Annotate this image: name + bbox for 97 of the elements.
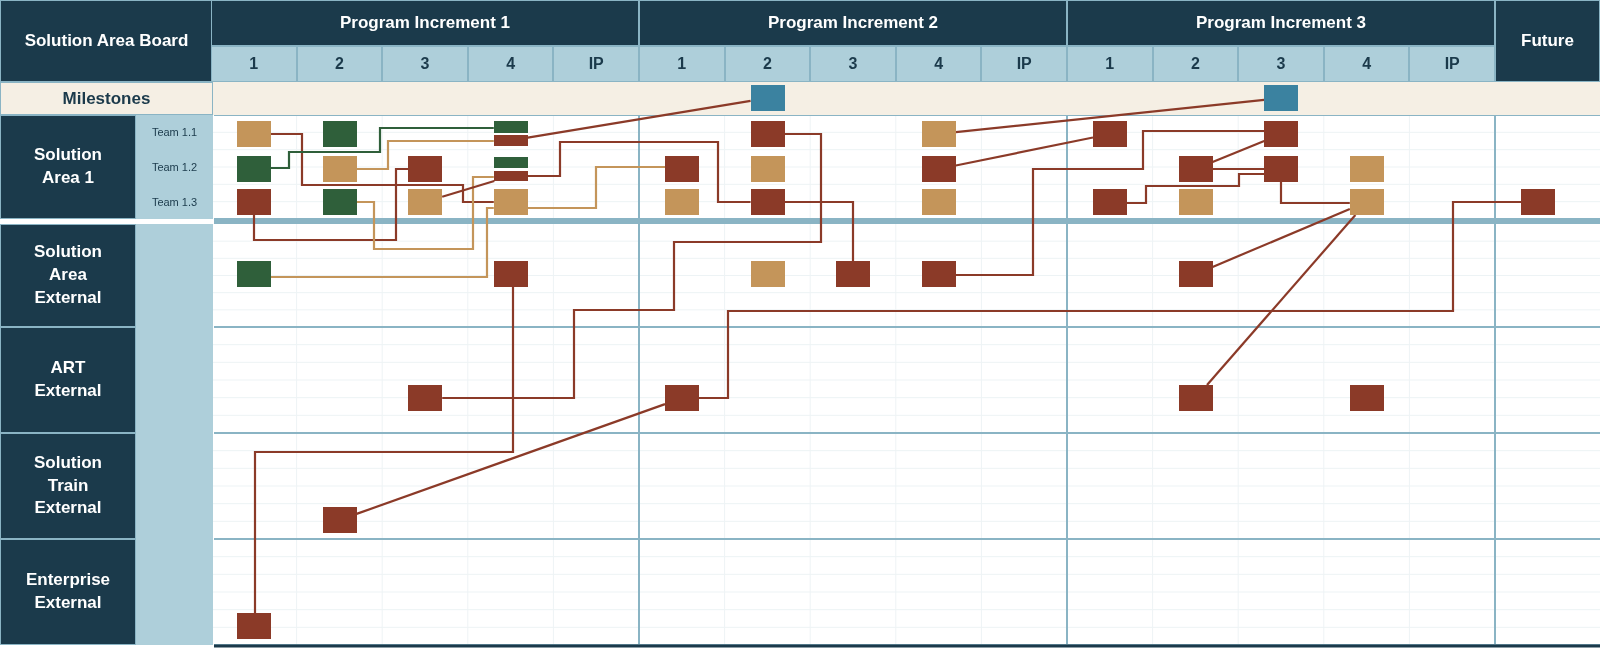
dependency-line [955,98,1265,134]
dependency-card [1093,121,1127,147]
feature-card [750,261,785,287]
dependency-card [1521,189,1555,215]
dependency-line [356,403,666,515]
dependency-line [955,129,1265,277]
dependency-line [1212,208,1351,268]
iteration-label: 4 [1323,46,1410,82]
dependency-line [527,99,751,139]
feature-card [322,189,357,215]
iteration-label: IP [1409,46,1495,82]
dependency-line [1212,140,1265,163]
feature-card [1349,189,1384,215]
dependency-line [441,179,495,198]
feature-card [322,121,357,147]
dependency-card [237,189,271,215]
dependency-card [1264,121,1299,147]
iteration-label: IP [553,46,639,82]
increment-header: Program Increment 3 [1067,0,1495,46]
feature-card [921,189,956,215]
team-label: Team 1.2 [136,149,213,185]
feature-card [665,189,699,215]
iteration-label: 3 [382,46,468,82]
dependency-card [237,613,271,639]
feature-card [493,157,528,168]
dependency-card [921,261,956,287]
dependency-card [750,189,785,215]
dependency-card [493,261,528,287]
dependency-card [665,156,699,182]
feature-card [408,189,443,215]
dependency-line [1206,214,1357,386]
iteration-label: 2 [296,46,383,82]
feature-card [237,121,271,147]
dependency-line [955,136,1094,167]
feature-card [237,156,271,182]
row-header: Solution Area 1 [0,115,136,219]
dependency-line [442,132,823,400]
dependency-card [665,385,699,411]
dependency-card [493,135,528,146]
dependency-line [356,175,494,251]
increment-header: Program Increment 1 [211,0,639,46]
column-header: Future [1495,0,1600,82]
dependency-card [408,385,443,411]
team-label: Team 1.3 [136,184,213,220]
dependency-card [1178,156,1213,182]
dependency-line [271,126,494,170]
iteration-label: 4 [467,46,554,82]
dependency-line [784,200,855,261]
dependency-line [271,132,494,204]
dependency-line [527,140,751,204]
iteration-label: IP [981,46,1067,82]
dependency-card [1178,385,1213,411]
iteration-label: 4 [895,46,982,82]
row-header: ART External [0,327,136,433]
feature-card [493,189,528,215]
feature-card [493,121,528,133]
dependency-card [750,121,785,147]
feature-card [921,121,956,147]
dependency-card [836,261,871,287]
dependency-line [699,200,1521,400]
dependency-line [253,287,515,613]
dependency-line [527,165,665,210]
row-header: Enterprise External [0,539,136,645]
dependency-line [271,206,494,279]
dependency-line [356,139,494,171]
feature-card [1178,189,1213,215]
iteration-label: 3 [1238,46,1324,82]
iteration-label: 1 [639,46,725,82]
team-label: Team 1.1 [136,115,213,150]
milestone-marker [1264,85,1299,111]
dependency-line [1212,167,1265,171]
dependency-card [493,171,528,181]
board-title: Solution Area Board [0,0,213,82]
dependency-card [1178,261,1213,287]
dependency-card [1093,189,1127,215]
feature-card [237,261,271,287]
row-header: Milestones [0,82,213,115]
dependency-line [1279,182,1350,205]
row-header: Solution Area External [0,224,136,327]
iteration-label: 3 [810,46,896,82]
dependency-card [408,156,443,182]
iteration-label: 1 [1067,46,1153,82]
milestone-marker [750,85,785,111]
row-header: Solution Train External [0,433,136,539]
feature-card [1349,156,1384,182]
iteration-label: 2 [1152,46,1239,82]
dependency-card [1349,385,1384,411]
dependency-line [1127,172,1265,205]
iteration-label: 2 [724,46,811,82]
feature-card [322,156,357,182]
dependency-card [322,507,357,533]
increment-header: Program Increment 2 [639,0,1067,46]
dependency-card [1264,156,1299,182]
iteration-label: 1 [211,46,297,82]
dependency-card [921,156,956,182]
feature-card [750,156,785,182]
dependency-line [252,167,409,242]
